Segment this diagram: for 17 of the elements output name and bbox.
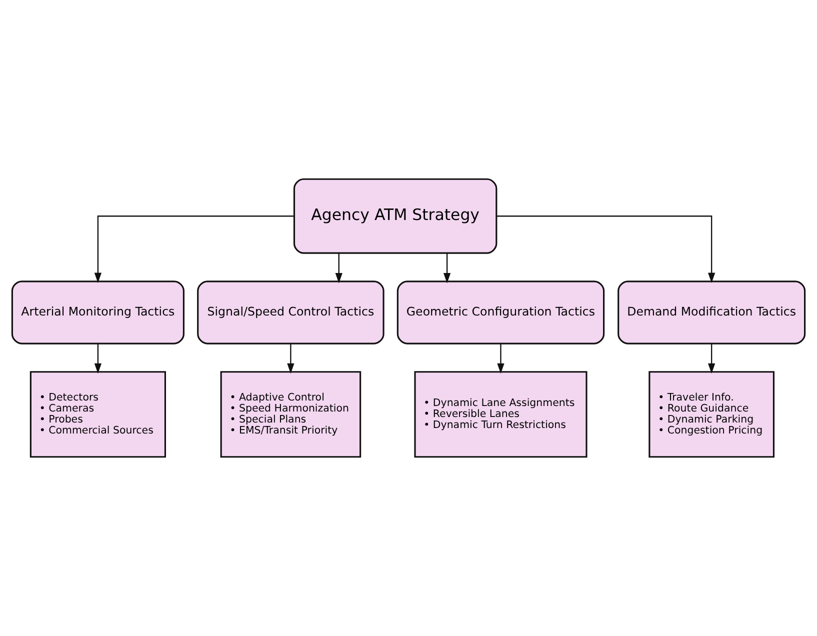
node-box: Geometric Configuration Tactics <box>396 280 605 344</box>
arrow <box>94 216 294 283</box>
node-box: Arterial Monitoring Tactics <box>11 280 184 344</box>
node-box: Signal/Speed Control Tactics <box>197 280 384 344</box>
node-box: Demand Modification Tactics <box>618 280 806 344</box>
arrow <box>497 344 504 374</box>
arrow <box>287 344 294 374</box>
arrow <box>496 216 716 283</box>
arrow <box>94 344 102 374</box>
node-box: Agency ATM Strategy <box>293 178 498 254</box>
node-box: • Traveler Info. • Route Guidance • Dynamic Parking • Congestion Pricing <box>648 371 775 458</box>
arrow <box>443 253 451 284</box>
arrow <box>335 253 342 284</box>
node-box: • Adaptive Control • Speed Harmonization • Special Plans • EMS/Transit Priority <box>220 371 362 458</box>
node-box: • Detectors • Cameras • Probes • Commercial Sources <box>30 371 166 458</box>
node-box: • Dynamic Lane Assignments • Reversible Lanes • Dynamic Turn Restrictions <box>414 371 588 458</box>
arrow <box>708 344 716 374</box>
